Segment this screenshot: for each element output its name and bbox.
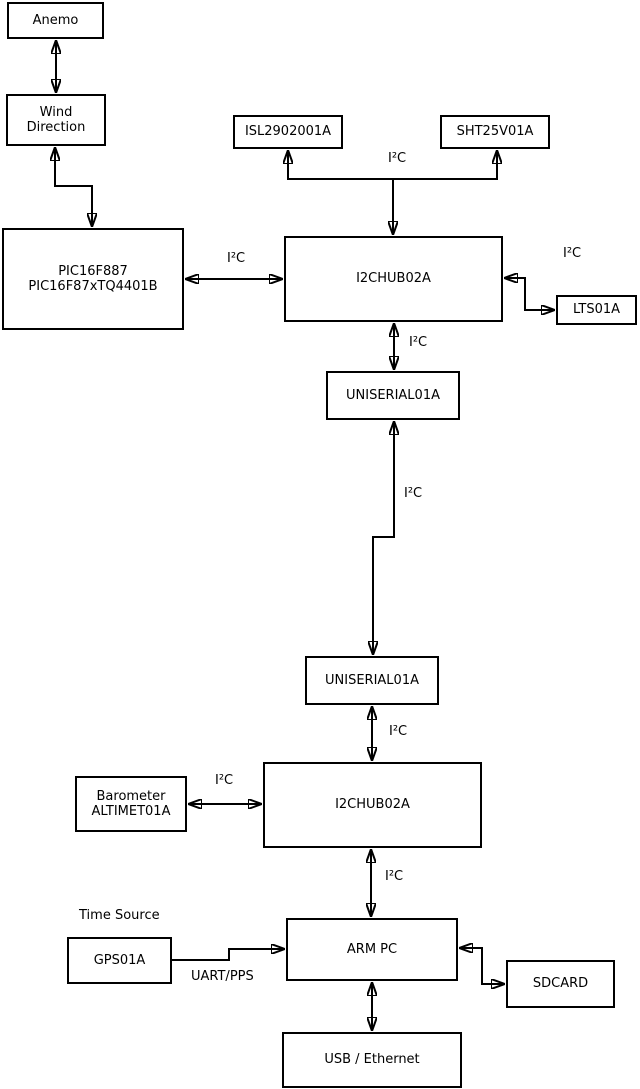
edge-gps-armpc	[172, 949, 284, 961]
node-sdcard-label: SDCARD	[532, 976, 589, 992]
edge-label-hub2-arm-pc: I²C	[385, 869, 404, 884]
node-sdcard: SDCARD	[506, 960, 615, 1008]
edge-label-pic-hub1: I²C	[227, 251, 246, 266]
node-hub1: I2CHUB02A	[284, 236, 503, 322]
node-arm-pc-label: ARM PC	[346, 941, 398, 957]
node-hub2-label: I2CHUB02A	[335, 797, 410, 813]
edge-label-barometer-hub2: I²C	[215, 773, 234, 788]
edge-label-uniserial2-hub2: I²C	[389, 724, 408, 739]
edge-label-uniserial-link: I²C	[404, 486, 423, 501]
node-sht-label: SHT25V01A	[456, 124, 534, 140]
annotation-uart-pps: UART/PPS	[191, 969, 254, 984]
node-hub2: I2CHUB02A	[263, 762, 482, 848]
edge-label-hub1-lts: I²C	[563, 246, 582, 261]
node-usb-ethernet: USB / Ethernet	[282, 1032, 462, 1088]
annotation-time-source: Time Source	[79, 908, 160, 923]
edge-wind-pic	[55, 148, 92, 226]
node-uniserial2-label: UNISERIAL01A	[325, 672, 419, 688]
node-uniserial1-label: UNISERIAL01A	[346, 387, 440, 403]
node-isl-label: ISL2902001A	[244, 124, 332, 140]
node-hub1-label: I2CHUB02A	[356, 271, 431, 287]
node-lts-label: LTS01A	[572, 302, 621, 318]
node-pic-label: PIC16F887 PIC16F87xTQ4401B	[28, 263, 158, 294]
node-gps: GPS01A	[67, 937, 172, 984]
node-uniserial2: UNISERIAL01A	[305, 656, 439, 705]
edge-label-sensor-branch: I²C	[388, 151, 407, 166]
node-barometer-label: Barometer ALTIMET01A	[91, 788, 171, 819]
node-lts: LTS01A	[556, 295, 637, 325]
node-uniserial1: UNISERIAL01A	[326, 371, 460, 420]
node-barometer: Barometer ALTIMET01A	[75, 776, 187, 832]
node-arm-pc: ARM PC	[286, 918, 458, 981]
node-anemo: Anemo	[7, 2, 104, 39]
node-pic: PIC16F887 PIC16F87xTQ4401B	[2, 228, 184, 330]
node-anemo-label: Anemo	[32, 12, 79, 28]
node-isl: ISL2902001A	[233, 115, 343, 149]
node-gps-label: GPS01A	[93, 952, 146, 968]
node-wind-direction: Wind Direction	[6, 94, 106, 146]
edge-uniserial1-uniserial2	[373, 422, 394, 654]
edge-hub1-lts	[505, 278, 554, 310]
node-usb-ethernet-label: USB / Ethernet	[324, 1052, 420, 1068]
node-sht: SHT25V01A	[440, 115, 550, 149]
edge-armpc-sdcard	[460, 948, 504, 984]
node-wind-direction-label: Wind Direction	[26, 104, 86, 135]
edge-label-hub1-uniserial1: I²C	[409, 335, 428, 350]
